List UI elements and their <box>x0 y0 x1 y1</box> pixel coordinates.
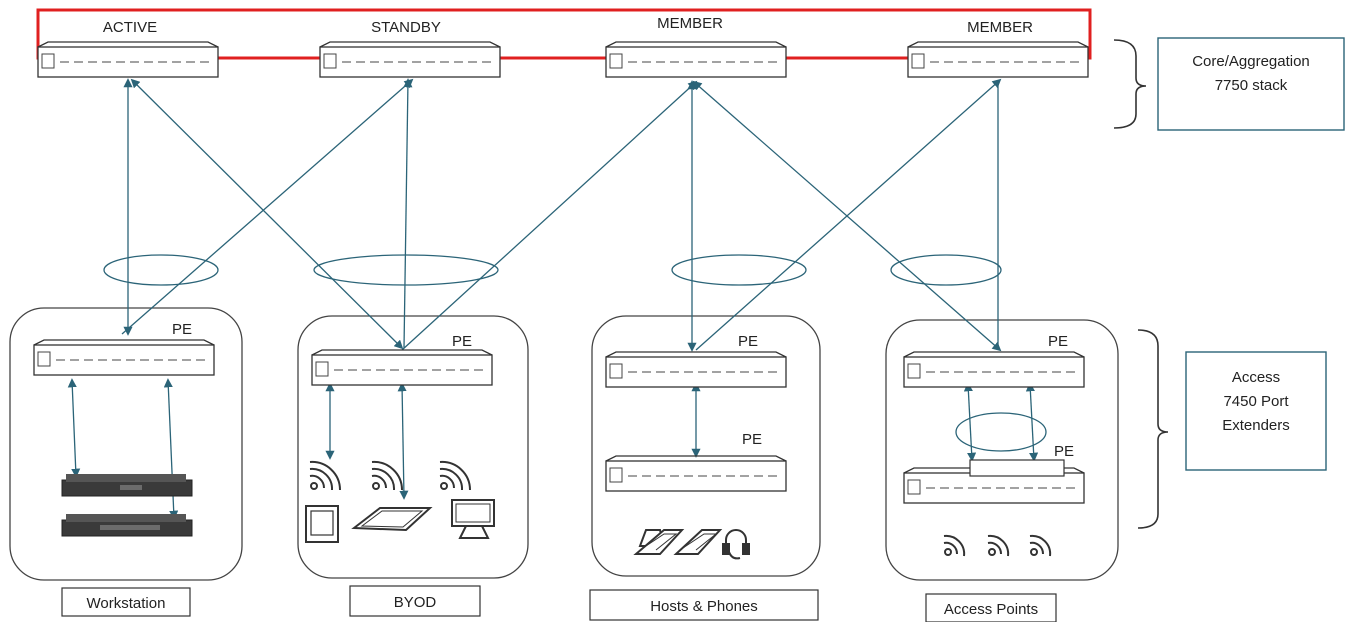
stack-ring <box>36 8 1092 60</box>
caption-workstation: Workstation <box>61 587 191 617</box>
pe-switch <box>903 467 1085 504</box>
pe-label: PE <box>452 333 472 350</box>
core-switch-label-active: ACTIVE <box>103 19 157 36</box>
workstation-icon <box>61 474 193 497</box>
caption-text: Access Points <box>944 601 1038 618</box>
core-switch-active <box>37 41 219 78</box>
link <box>130 78 404 350</box>
wireless-icon <box>439 460 472 491</box>
core-switch-member <box>605 41 787 78</box>
caption-access-points: Access Points <box>925 593 1057 622</box>
layer-label-line: Access <box>1232 369 1280 386</box>
layer-box-access: Access 7450 Port Extenders <box>1185 351 1327 471</box>
laptop-icon <box>673 529 723 555</box>
link <box>692 80 1002 352</box>
link <box>1025 382 1039 462</box>
uplinks <box>67 78 1039 520</box>
link <box>121 78 414 335</box>
caption-text: BYOD <box>394 594 437 611</box>
layer-label-line: Extenders <box>1222 417 1290 434</box>
pe-label: PE <box>1048 333 1068 350</box>
core-switch-member <box>907 41 1089 78</box>
link <box>403 78 413 349</box>
layer-label-line: 7450 Port <box>1223 393 1289 410</box>
wireless-icon <box>309 460 342 491</box>
lag-ellipse <box>890 254 1002 286</box>
core-switch-label-standby: STANDBY <box>371 19 441 36</box>
workstation-icon <box>61 514 193 537</box>
pe-switch <box>605 455 787 492</box>
lag-ellipse <box>103 254 219 286</box>
wireless-ap-icon <box>943 534 966 557</box>
pe-switch <box>605 351 787 388</box>
link <box>397 382 409 500</box>
monitor-icon <box>451 499 495 539</box>
wireless-ap-icon <box>987 534 1010 557</box>
layer-label-line: Core/Aggregation <box>1192 53 1310 70</box>
core-switch-label-member: MEMBER <box>967 19 1033 36</box>
headset-icon <box>722 529 750 560</box>
layer-label-line: 7750 stack <box>1215 77 1288 94</box>
pe-label: PE <box>742 431 762 448</box>
core-switch-standby <box>319 41 501 78</box>
caption-byod: BYOD <box>349 585 481 617</box>
layer-brace-access <box>1137 329 1169 529</box>
tablet-icon <box>351 507 433 532</box>
link <box>401 80 698 351</box>
pe-switch <box>903 351 1085 388</box>
pe-label: PE <box>1054 443 1074 460</box>
pe-stack-module <box>969 459 1065 477</box>
layer-box-core: Core/Aggregation 7750 stack <box>1157 37 1345 131</box>
caption-text: Workstation <box>87 595 166 612</box>
pe-label: PE <box>738 333 758 350</box>
wireless-icon <box>371 460 404 491</box>
laptop-icon <box>633 529 685 555</box>
pe-switch <box>311 349 493 386</box>
wireless-ap-icon <box>1029 534 1052 557</box>
tablet-icon <box>305 505 339 543</box>
lag-ellipse <box>313 254 499 286</box>
lag-ellipse <box>955 412 1047 452</box>
core-switch-label-member: MEMBER <box>657 15 723 32</box>
link <box>963 382 977 462</box>
caption-hosts-phones: Hosts & Phones <box>589 589 819 621</box>
pe-switch <box>33 339 215 376</box>
pe-label: PE <box>172 321 192 338</box>
link <box>67 378 81 478</box>
caption-text: Hosts & Phones <box>650 598 758 615</box>
layer-brace-core <box>1113 39 1147 129</box>
lag-ellipse <box>671 254 807 286</box>
